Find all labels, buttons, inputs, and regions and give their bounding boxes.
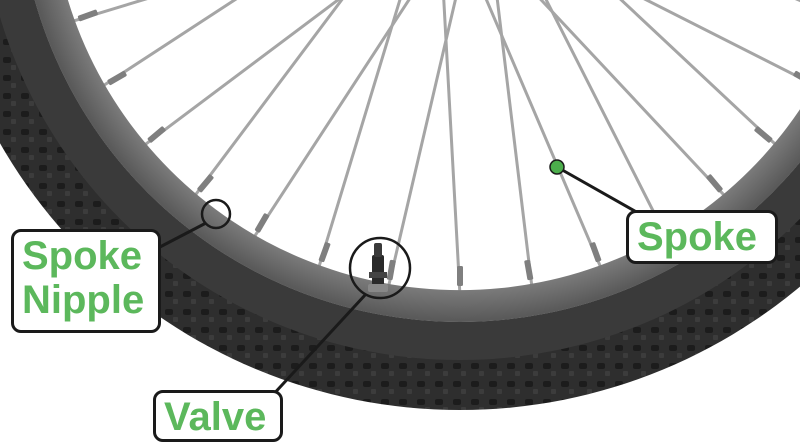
spoke-nipple (77, 9, 98, 22)
spoke-nipple (386, 259, 396, 281)
spoke-nipple-leader-line (157, 221, 207, 250)
spoke-nipple (589, 242, 602, 263)
spoke-nipple-label: Spoke Nipple (11, 229, 161, 333)
spoke-nipple-label-line1: Spoke (22, 234, 143, 278)
spoke (139, 0, 341, 149)
spoke (316, 0, 402, 273)
spoke (539, 0, 729, 201)
spoke (67, 0, 148, 24)
spoke (191, 0, 344, 201)
spoke (442, 0, 462, 298)
spoke-nipple (793, 70, 800, 86)
spoke-nipple (754, 126, 773, 143)
spoke (98, 0, 238, 90)
rim (34, 0, 800, 322)
spoke-label: Spoke (626, 210, 778, 264)
valve-label-text: Valve (164, 395, 267, 439)
spoke (544, 0, 670, 242)
valve-leader-line (268, 292, 368, 400)
valve-callout-circle (348, 236, 412, 300)
spoke (495, 0, 534, 292)
spoke-nipple (706, 174, 723, 193)
spoke (386, 0, 457, 292)
spoke-nipple-callout-circle (200, 198, 232, 230)
spokes (67, 0, 800, 298)
spoke (484, 0, 604, 273)
valve-label: Valve (153, 390, 283, 442)
spoke-nipple (197, 174, 214, 193)
spoke-leader-line (556, 165, 641, 216)
spoke (643, 0, 800, 80)
spoke-nipple (107, 70, 127, 86)
spoke (619, 0, 781, 149)
spoke-marker-dot (549, 159, 565, 175)
spoke-nipple (457, 266, 463, 286)
spoke-nipple (318, 242, 331, 263)
spoke-nipple (524, 259, 534, 281)
spoke-nipple (254, 213, 270, 233)
spoke-nipple (147, 126, 166, 143)
spoke-label-text: Spoke (637, 215, 758, 259)
tire-sidewall (0, 0, 800, 360)
spoke (250, 0, 411, 242)
spoke-nipple-label-line2: Nipple (22, 278, 145, 322)
valve (368, 243, 388, 292)
